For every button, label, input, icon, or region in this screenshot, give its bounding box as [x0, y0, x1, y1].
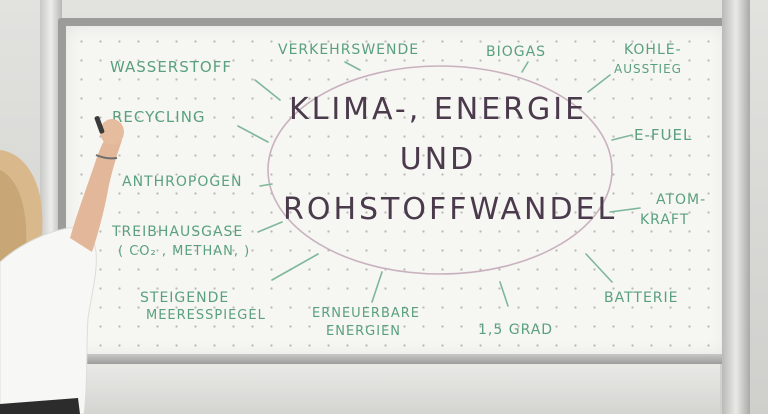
center-title-line-2: UND	[399, 142, 477, 177]
wall-rail-right	[722, 0, 750, 414]
connector-atomkraft	[609, 207, 641, 213]
center-title-line-1: KLIMA-, ENERGIE	[288, 92, 588, 127]
connector-grad	[499, 281, 509, 307]
connector-recycling	[237, 125, 269, 143]
connector-erneuerbare	[371, 271, 383, 303]
marker-tray	[80, 354, 724, 364]
person-hand	[100, 119, 124, 145]
term-batterie: BATTERIE	[604, 290, 679, 306]
whiteboard	[66, 26, 726, 356]
marker-pen-icon	[94, 116, 105, 134]
person-arm	[70, 134, 122, 252]
term-steigende-line-2: MEERESSPIEGEL	[146, 308, 266, 323]
connector-verkehrswende	[344, 61, 361, 71]
term-treibhausgase-line-1: TREIBHAUSGASE	[112, 224, 244, 240]
term-recycling: RECYCLING	[112, 108, 206, 126]
term-kohle-line-2: AUSSTIEG	[614, 62, 682, 76]
connector-batterie	[585, 253, 613, 283]
term-treibhausgase-line-2: ( CO₂ , METHAN, )	[118, 244, 251, 259]
connector-efuel	[611, 134, 633, 141]
person-bracelet	[95, 154, 118, 160]
term-verkehrswende: VERKEHRSWENDE	[278, 42, 420, 58]
term-atomkraft-line-2: KRAFT	[640, 212, 690, 228]
center-title-line-3: ROHSTOFFWANDEL	[283, 192, 618, 227]
term-anthropogen: ANTHROPOGEN	[122, 174, 243, 190]
term-erneuerbare-line-2: ENERGIEN	[326, 324, 402, 339]
connector-anthropogen	[259, 183, 273, 187]
term-efuel: E-FUEL	[634, 126, 693, 144]
connector-wasserstoff	[254, 79, 281, 101]
center-bubble	[267, 65, 613, 275]
term-1-5-grad: 1,5 GRAD	[478, 322, 554, 338]
lower-wall-panel	[80, 364, 720, 414]
person-trousers	[0, 398, 80, 414]
term-atomkraft-line-1: ATOM-	[656, 192, 707, 208]
term-wasserstoff: WASSERSTOFF	[110, 58, 232, 76]
term-steigende-line-1: STEIGENDE	[140, 290, 230, 306]
term-biogas: BIOGAS	[486, 44, 547, 60]
term-kohle-line-1: KOHLE-	[624, 42, 682, 58]
connector-biogas	[521, 61, 529, 73]
person-tshirt	[0, 227, 97, 414]
connector-steigende	[271, 253, 319, 281]
term-erneuerbare-line-1: ERNEUERBARE	[312, 306, 421, 321]
connector-treibhausgase	[257, 221, 283, 233]
connector-kohle	[587, 74, 611, 93]
